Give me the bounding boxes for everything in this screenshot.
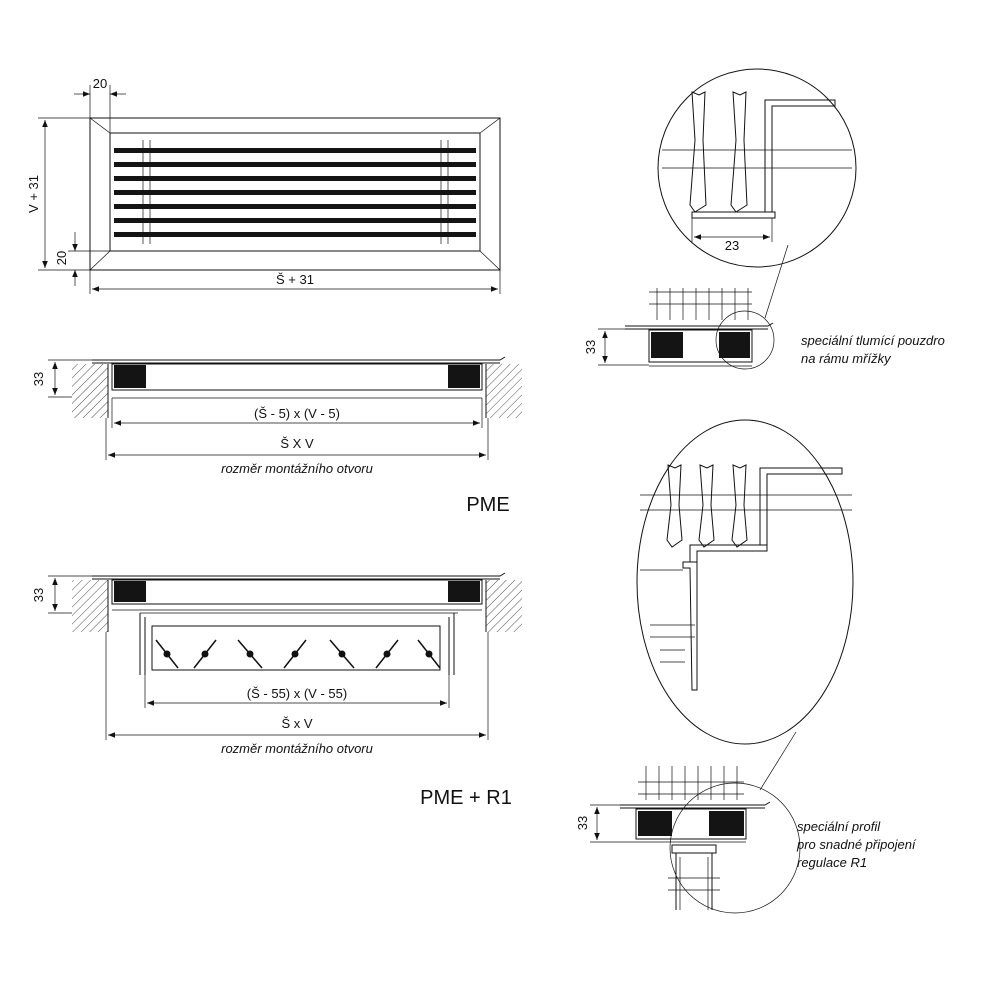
- pme-r1-label: PME + R1: [420, 787, 512, 809]
- pme-r1-dim-inner: (Š - 55) x (V - 55): [247, 686, 347, 701]
- detail-dim-23: 23: [725, 238, 739, 253]
- pme-section: 33 (Š - 5) x (V - 5) Š X V rozměr montáž…: [31, 356, 522, 516]
- detail-top-note-2: na rámu mřížky: [801, 351, 892, 366]
- detail-bottom-note-1: speciální profil: [797, 819, 881, 834]
- front-view: 20 V + 31 20 Š + 31: [26, 76, 501, 294]
- pme-r1-dim-opening: Š x V: [281, 716, 312, 731]
- pme-opening-caption: rozměr montážního otvoru: [221, 461, 373, 476]
- dim-width: Š + 31: [276, 272, 314, 287]
- dim-height: V + 31: [26, 175, 41, 213]
- detail-top-note-1: speciální tlumící pouzdro: [801, 333, 945, 348]
- pme-r1-dim-depth: 33: [31, 588, 46, 602]
- dim-frame-bottom: 20: [54, 251, 69, 265]
- damper-blades: [155, 639, 441, 669]
- pme-dim-depth: 33: [31, 372, 46, 386]
- grille-slats: [114, 148, 476, 237]
- detail-bottom-dim-depth: 33: [575, 816, 590, 830]
- detail-top: 23 33 speciální tlumící pouzdro na rámu …: [583, 68, 945, 370]
- pme-dim-opening: Š X V: [280, 436, 314, 451]
- detail-bottom: 33 speciální profil pro snadné připojení…: [575, 419, 917, 914]
- pme-r1-section: 33 (Š - 55) x (V - 55) Š x V rozměr mont…: [31, 572, 522, 809]
- detail-bottom-note-2: pro snadné připojení: [796, 837, 917, 852]
- pme-r1-opening-caption: rozměr montážního otvoru: [221, 741, 373, 756]
- detail-top-dim-depth: 33: [583, 340, 598, 354]
- pme-label: PME: [466, 494, 509, 516]
- detail-bottom-note-3: regulace R1: [797, 855, 867, 870]
- pme-dim-inner: (Š - 5) x (V - 5): [254, 406, 340, 421]
- dim-frame-width: 20: [93, 76, 107, 91]
